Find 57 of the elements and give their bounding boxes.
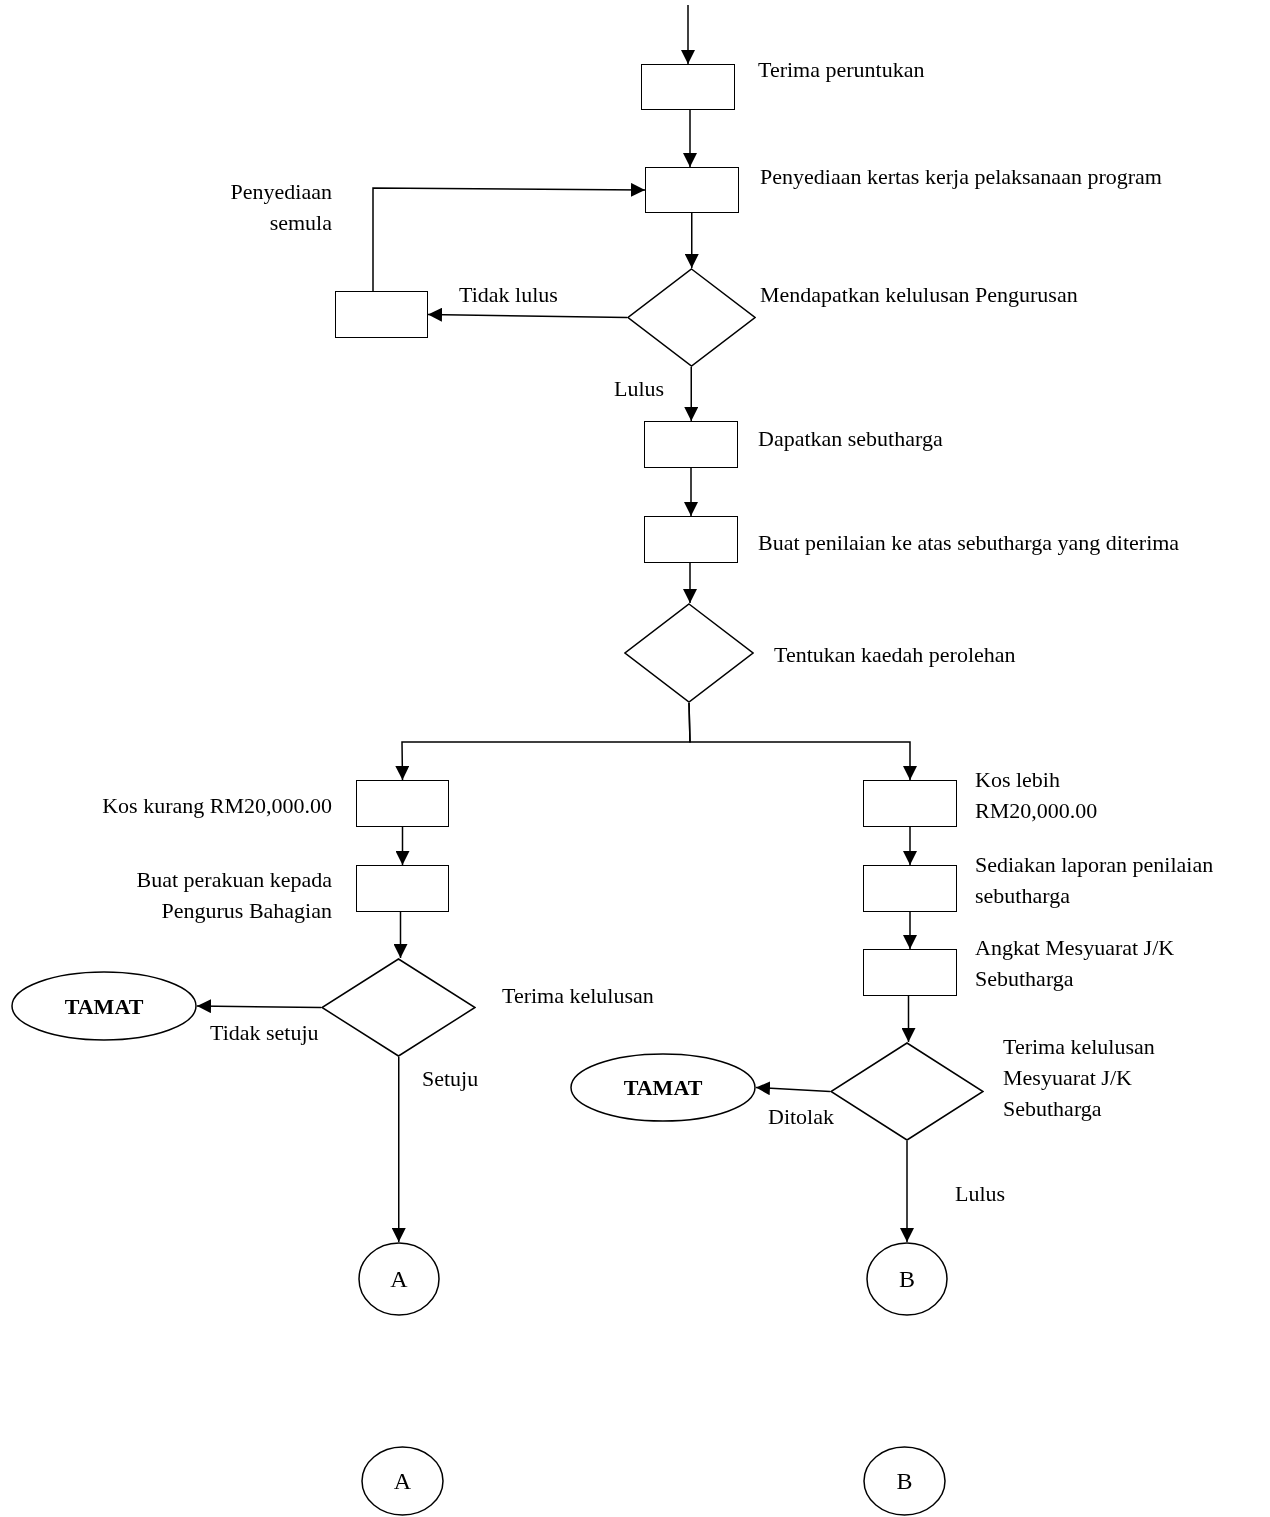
process-box xyxy=(644,421,738,468)
arrow xyxy=(427,307,628,322)
node-label: TAMAT xyxy=(623,1074,703,1102)
decision-diamond xyxy=(624,603,754,703)
arrow xyxy=(683,562,697,604)
arrow xyxy=(395,826,410,866)
process-box xyxy=(335,291,428,338)
arrow xyxy=(684,366,699,422)
terminator-oval xyxy=(570,1053,756,1122)
arrow xyxy=(372,182,646,292)
connector-circle xyxy=(358,1242,440,1316)
node-label: B xyxy=(896,1466,913,1496)
connector-circle xyxy=(866,1242,948,1316)
arrow xyxy=(683,109,697,168)
terminator-oval xyxy=(11,971,197,1041)
decision-diamond xyxy=(321,958,476,1057)
step-label: Angkat Mesyuarat J/K Sebutharga xyxy=(975,934,1176,993)
step-label: Terima kelulusan Mesyuarat J/K Sebutharga xyxy=(1003,1033,1156,1123)
arrow xyxy=(903,911,917,950)
step-label: Tentukan kaedah perolehan xyxy=(774,641,1017,669)
node-label: TAMAT xyxy=(64,992,144,1021)
arrow xyxy=(900,1140,914,1243)
arrow xyxy=(684,212,699,269)
node-label: A xyxy=(393,1466,412,1496)
process-box xyxy=(356,780,449,827)
process-box xyxy=(645,167,739,213)
step-label: Terima peruntukan xyxy=(758,56,926,84)
arrow xyxy=(196,999,322,1014)
arrow xyxy=(393,911,408,959)
arrow xyxy=(901,995,916,1043)
decision-diamond xyxy=(627,268,756,367)
process-box xyxy=(644,516,738,563)
step-label: Kos lebih RM20,000.00 xyxy=(975,766,1099,825)
arrow xyxy=(681,4,695,65)
arrow xyxy=(391,1056,406,1243)
step-label: Dapatkan sebutharga xyxy=(758,425,944,453)
step-label: Kos kurang RM20,000.00 xyxy=(101,792,332,820)
step-label: Penyediaan semula xyxy=(229,178,332,237)
step-label: Penyediaan kertas kerja pelaksanaan program xyxy=(760,163,1163,191)
node-label: B xyxy=(899,1264,915,1294)
node-label: A xyxy=(390,1264,408,1294)
step-label: Buat perakuan kepada Pengurus Bahagian xyxy=(135,866,332,925)
step-label: Mendapatkan kelulusan Pengurusan xyxy=(760,281,1079,309)
process-box xyxy=(863,949,957,996)
process-box xyxy=(863,780,957,827)
process-box xyxy=(641,64,735,110)
arrow xyxy=(903,826,917,866)
arrow xyxy=(755,1081,831,1096)
arrow xyxy=(688,702,917,781)
step-label: Buat penilaian ke atas sebutharga yang diterima xyxy=(758,529,1181,557)
step-label: Terima kelulusan xyxy=(502,982,655,1010)
process-box xyxy=(356,865,449,912)
arrow xyxy=(684,467,698,517)
process-box xyxy=(863,865,957,912)
connector-circle xyxy=(863,1446,946,1516)
connector-circle xyxy=(361,1446,444,1516)
step-label: Sediakan laporan penilaian sebutharga xyxy=(975,851,1215,910)
